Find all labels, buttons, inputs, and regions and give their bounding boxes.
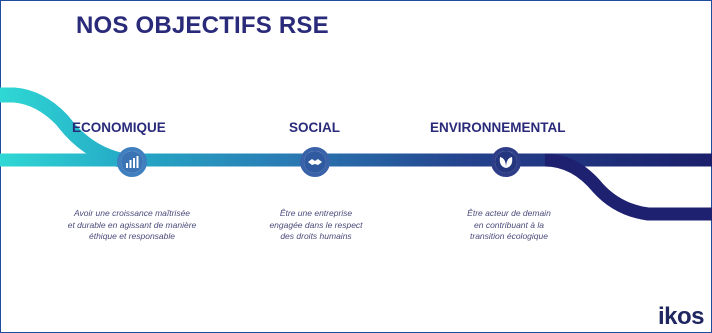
description-line: Être acteur de demain: [467, 208, 551, 218]
timeline-branch-right: [544, 153, 712, 221]
description-line: des droits humains: [280, 231, 352, 241]
bar-chart-icon: [126, 156, 139, 168]
pillar-icon-economique: [117, 147, 147, 177]
pillar-description-economique: Avoir une croissance maîtrisée et durabl…: [37, 208, 227, 243]
description-line: Avoir une croissance maîtrisée: [73, 208, 191, 218]
description-line: transition écologique: [470, 231, 548, 241]
ikos-logo: ikos: [657, 303, 705, 330]
description-line: en contribuant à la: [474, 219, 544, 230]
handshake-icon: [308, 159, 322, 165]
pillar-heading-economique: ECONOMIQUE: [72, 120, 166, 135]
description-line: et durable en agissant de manière: [67, 219, 197, 230]
pillar-icon-social: [300, 147, 330, 177]
pillar-heading-social: SOCIAL: [289, 120, 341, 135]
pillar-heading-environnemental: ENVIRONNEMENTAL: [430, 120, 566, 135]
pillar-description-social: Être une entreprise engagée dans le resp…: [221, 208, 411, 243]
leaves-icon: [499, 157, 513, 168]
pillar-description-environnemental: Être acteur de demain en contribuant à l…: [414, 208, 604, 243]
pillar-icon-environnemental: [491, 147, 521, 177]
description-line: Être une entreprise: [279, 208, 353, 218]
slide-title: NOS OBJECTIFS RSE: [76, 12, 329, 39]
description-line: engagée dans le respect: [269, 219, 363, 230]
description-line: éthique et responsable: [88, 231, 175, 241]
